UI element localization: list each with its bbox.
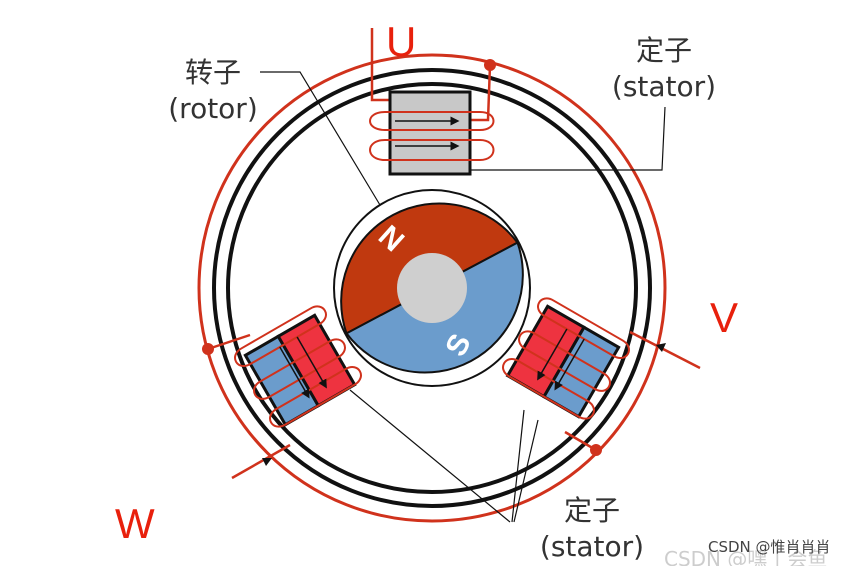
stator-bottom-leader-right [511, 409, 525, 523]
phase-v-wire [629, 330, 701, 370]
rotor-label-en: (rotor) [168, 92, 258, 125]
stator-tooth-v [502, 297, 630, 420]
rotor: N S [333, 189, 531, 387]
rotor-label-cn: 转子 [185, 56, 241, 89]
phase-v-wire-out [564, 430, 597, 452]
stator-top-label-en: (stator) [612, 70, 716, 103]
phase-w-wire-out [207, 333, 251, 351]
phase-w-arrow [262, 458, 272, 466]
stator-tooth-u [369, 90, 495, 176]
stator-top-leader-line [470, 106, 666, 171]
stator-bottom-label-en: (stator) [540, 530, 644, 563]
watermark-main: CSDN @惟肖肖肖 [708, 538, 831, 556]
phase-v-label: V [710, 294, 738, 341]
rotor-outline [333, 189, 531, 387]
stator-bottom-leader-right2 [513, 419, 539, 523]
phase-u-wire-out [470, 64, 492, 122]
stator-ring-outer [212, 68, 652, 508]
stator-bottom-leader-left [349, 389, 511, 523]
rotor-shaft [397, 253, 467, 323]
stator-ring-inner [226, 82, 638, 494]
stator-bottom-label-cn: 定子 [564, 494, 620, 527]
phase-u-label: U [386, 18, 416, 65]
phase-v-arrow [656, 343, 666, 352]
stator-tooth-w [234, 305, 362, 428]
stator-top-label-cn: 定子 [636, 34, 692, 67]
phase-u-wire [370, 28, 390, 102]
watermark-faded: CSDN @嘿丨会鱼 [664, 547, 827, 566]
outer-wire-loop [197, 53, 667, 523]
phase-w-label: W [115, 500, 155, 547]
phase-w-wire [231, 443, 291, 480]
junction-top [484, 59, 496, 71]
rotor-leader-line [260, 71, 381, 206]
